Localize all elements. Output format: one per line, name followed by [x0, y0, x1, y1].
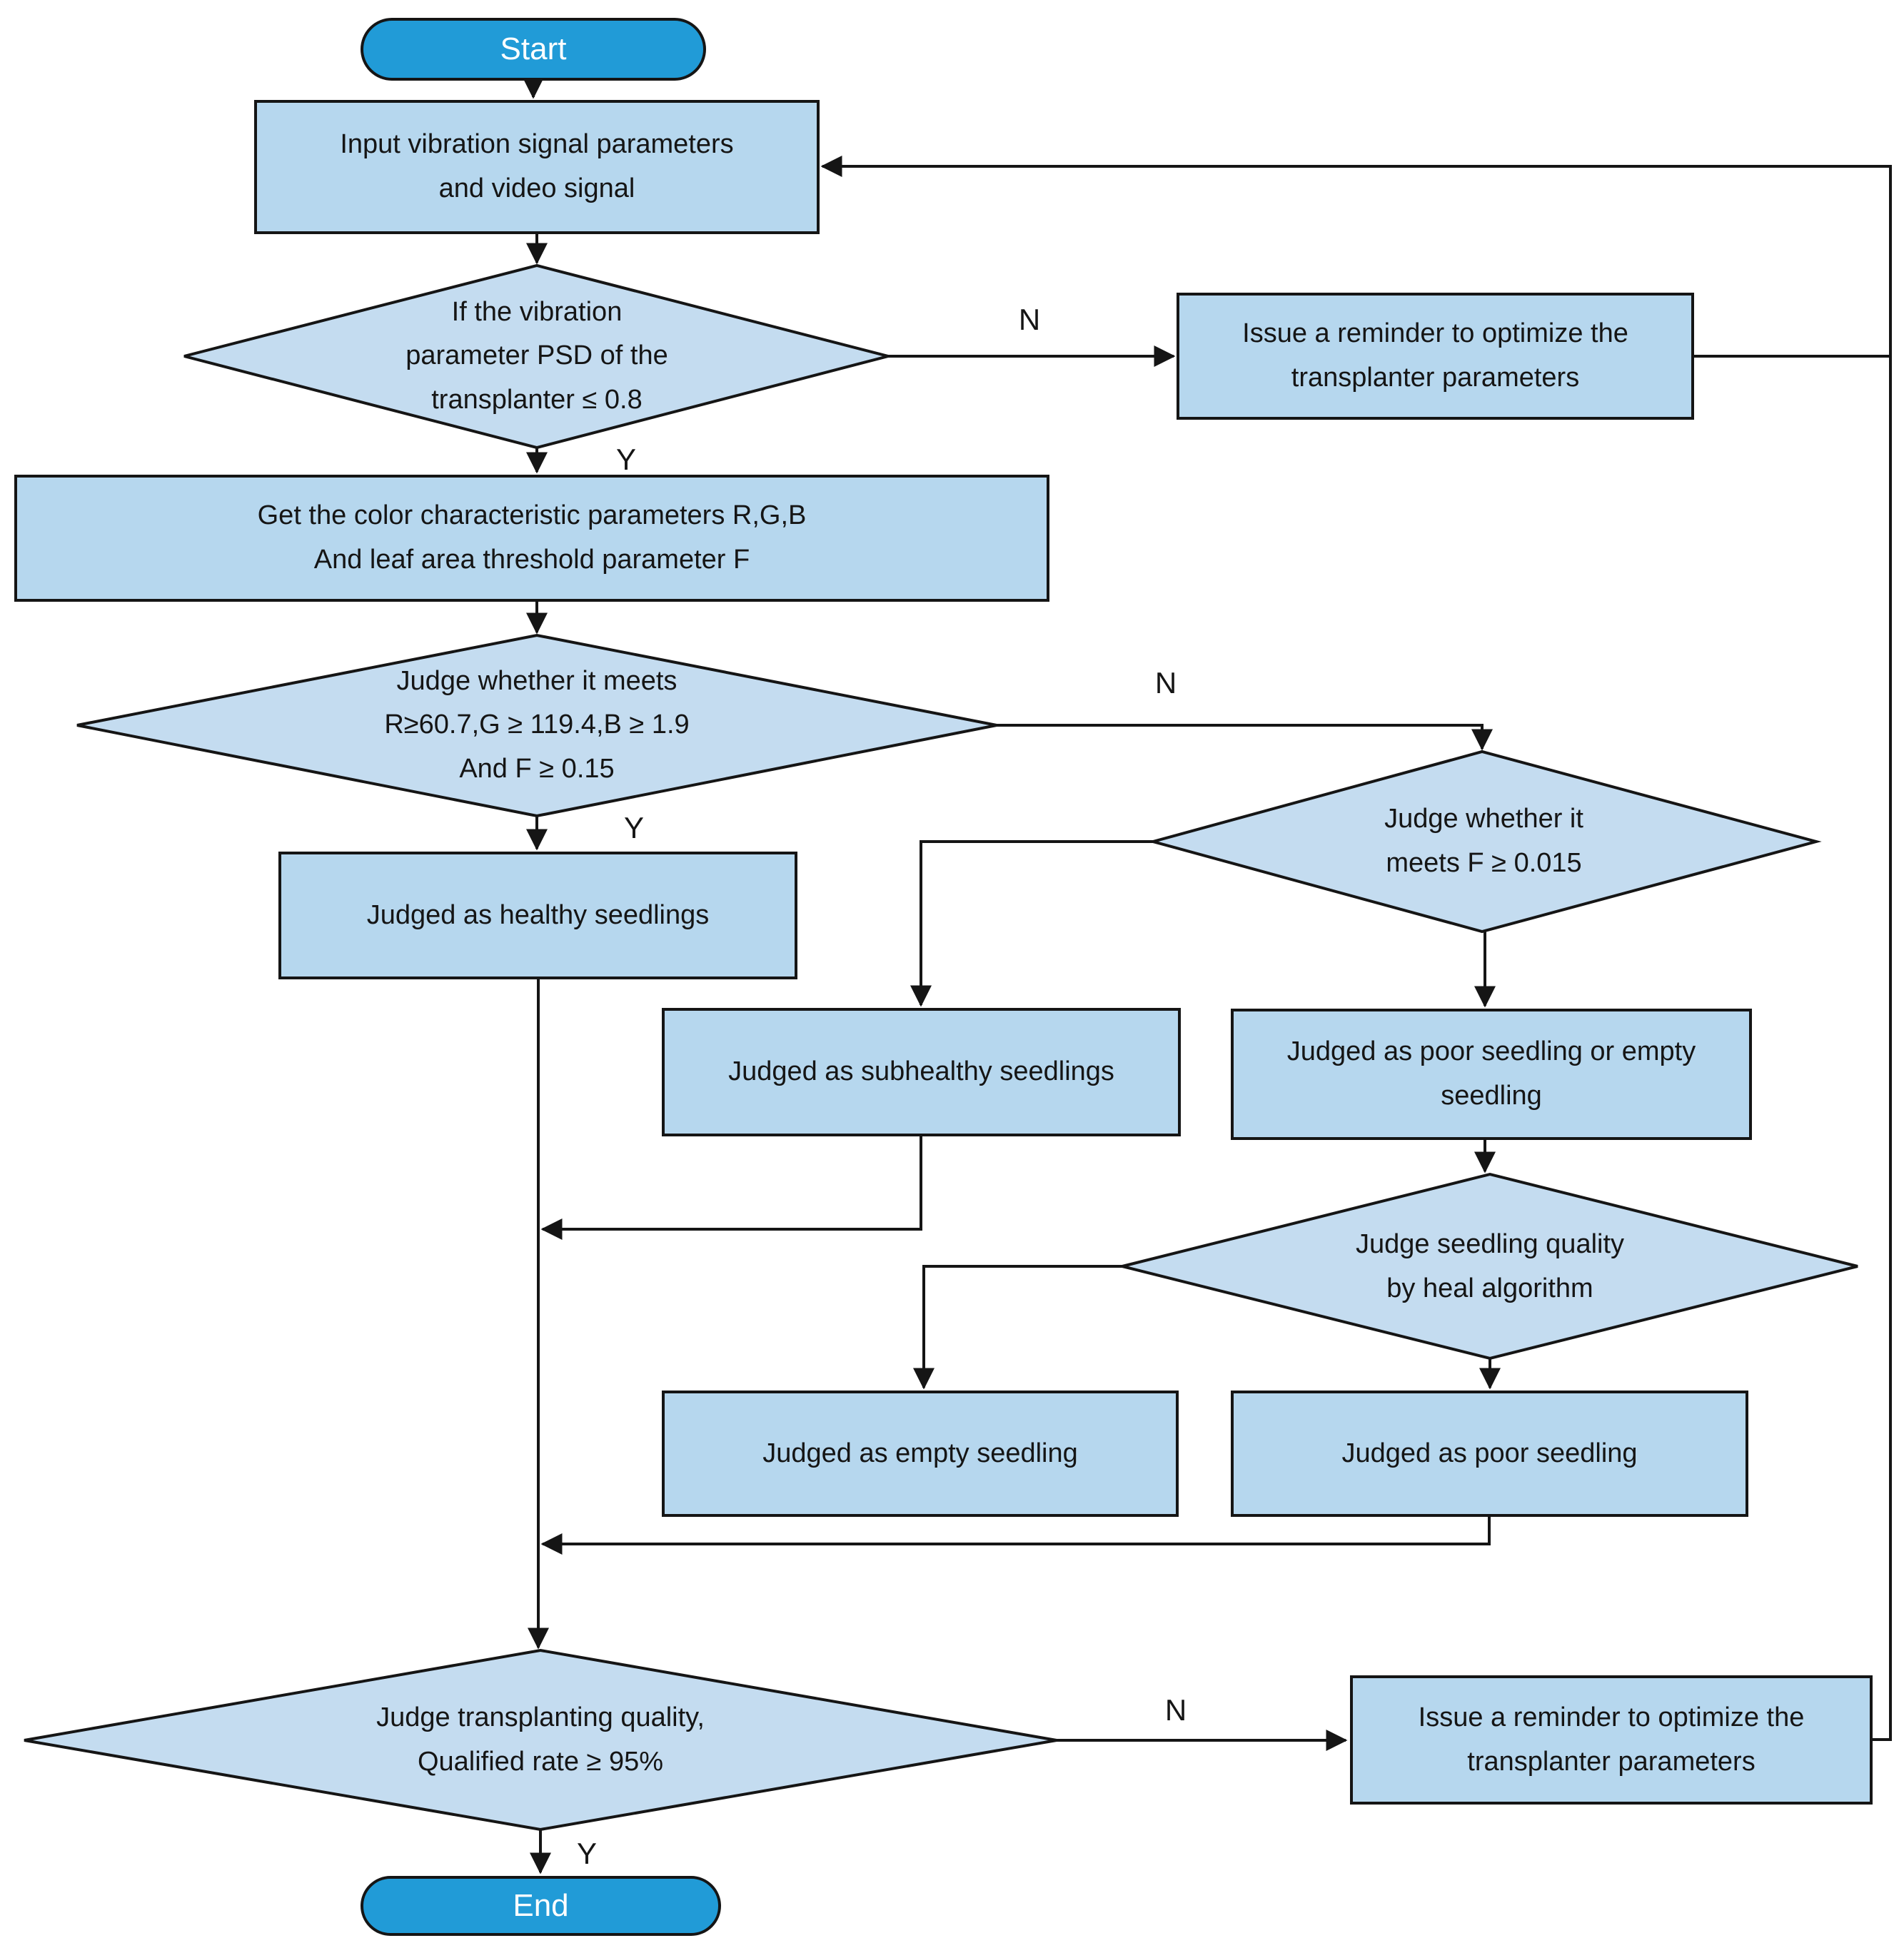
process-reminder-top: Issue a reminder to optimize the transpl… [1177, 293, 1694, 420]
rgb-decision-label: Judge whether it meets R≥60.7,G ≥ 119.4,… [384, 665, 690, 784]
psd-decision-label: If the vibration parameter PSD of the tr… [406, 296, 668, 415]
process-get-color-parameters: Get the color characteristic parameters … [14, 475, 1049, 602]
edge-f-left-to-subhealthy [910, 840, 1153, 1007]
edge-label-rgb-no: N [1154, 666, 1177, 700]
f-decision-label: Judge whether it meets F ≥ 0.015 [1384, 804, 1583, 878]
edge-label-rgb-yes: Y [623, 811, 645, 844]
rate-decision-label: Judge transplanting quality, Qualified r… [376, 1702, 705, 1777]
edge-rail-loopback [820, 156, 1892, 1741]
process-reminder-bottom: Issue a reminder to optimize the transpl… [1350, 1675, 1873, 1805]
edge-label-psd-no: N [1018, 303, 1041, 336]
edge-label-rate-yes: Y [576, 1837, 598, 1870]
edge-heal-left-to-empty [913, 1265, 1122, 1390]
edge-label-psd-yes: Y [615, 443, 637, 476]
start-terminator: Start [361, 18, 706, 81]
process-poor-seedling: Judged as poor seedling [1231, 1391, 1748, 1517]
end-terminator: End [361, 1876, 721, 1936]
process-poor-or-empty-seedling: Judged as poor seedling or empty seedlin… [1231, 1009, 1752, 1140]
edge-poor-merge [540, 1517, 1491, 1555]
edge-subhealthy-merge [540, 1136, 922, 1240]
process-empty-seedling: Judged as empty seedling [662, 1391, 1179, 1517]
heal-decision-diamond [1122, 1172, 1858, 1361]
process-healthy-seedlings: Judged as healthy seedlings [278, 852, 797, 979]
f-decision-diamond [1147, 750, 1822, 934]
process-subhealthy-seedlings: Judged as subhealthy seedlings [662, 1008, 1181, 1136]
edge-label-rate-no: N [1164, 1693, 1187, 1727]
edge-rgb-no [997, 724, 1493, 751]
heal-decision-label: Judge seedling quality by heal algorithm [1355, 1229, 1625, 1303]
process-input-signals: Input vibration signal parameters and vi… [254, 100, 820, 234]
